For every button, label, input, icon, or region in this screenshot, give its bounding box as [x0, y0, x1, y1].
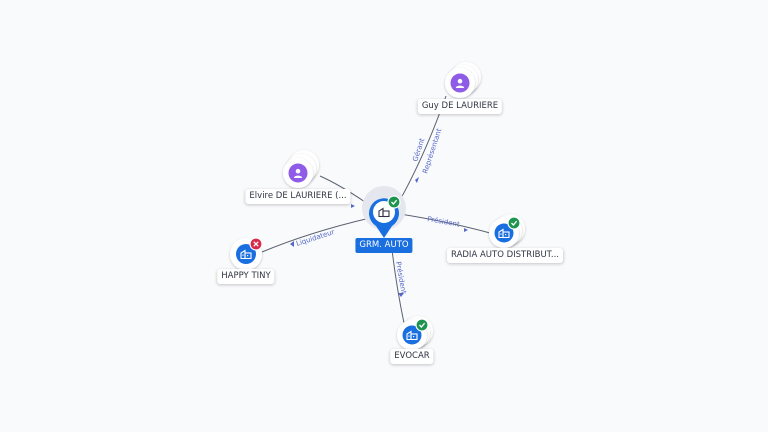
edge-arrow-radia — [464, 228, 468, 232]
check-icon — [419, 322, 426, 328]
edge-label-liquidateur: Liquidateur — [295, 228, 335, 248]
node-evocar[interactable] — [397, 316, 433, 350]
node-elvire[interactable] — [283, 150, 319, 188]
edge-arrow-happy — [290, 241, 294, 247]
node-label-evocar[interactable]: EVOCAR — [390, 349, 434, 364]
node-label-center[interactable]: GRM. AUTO — [355, 238, 413, 253]
edge-arrow-elvire — [351, 204, 355, 208]
node-radia[interactable] — [489, 214, 525, 248]
edge-happy — [261, 217, 371, 253]
company-icon-bg — [236, 244, 256, 264]
building-icon — [378, 207, 390, 218]
status-ok-badge — [507, 216, 521, 230]
node-label-happy[interactable]: HAPPY TINY — [217, 269, 275, 284]
check-icon — [391, 199, 398, 205]
edge-arrow-evocar — [398, 293, 404, 297]
edge-label-president-radia: Président — [427, 215, 461, 229]
edge-arrow-guy — [415, 177, 419, 183]
node-center[interactable] — [362, 186, 406, 238]
edge-label-gerant: Gérant — [411, 137, 426, 163]
edge-elvire — [319, 175, 366, 203]
node-happy[interactable] — [230, 237, 263, 270]
node-label-guy[interactable]: Guy DE LAURIERE — [417, 99, 503, 114]
node-label-elvire[interactable]: Elvire DE LAURIERE (... — [245, 189, 351, 204]
node-guy[interactable] — [445, 62, 481, 98]
edge-radia — [399, 213, 491, 234]
check-icon — [511, 220, 518, 226]
node-label-radia[interactable]: RADIA AUTO DISTRIBUT... — [447, 248, 563, 263]
close-icon — [253, 241, 259, 247]
status-ok-badge — [415, 318, 429, 332]
edge-evocar — [391, 249, 405, 324]
status-ok-badge — [387, 195, 401, 209]
